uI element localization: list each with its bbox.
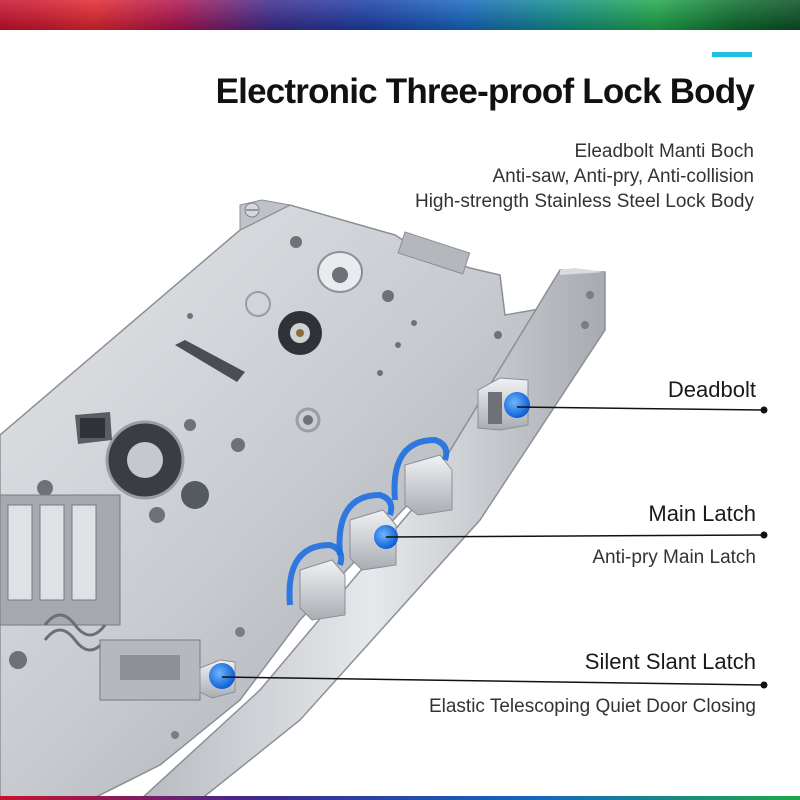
- subtitle-line-2: Anti-saw, Anti-pry, Anti-collision: [492, 166, 754, 187]
- latch-stack: [286, 436, 453, 621]
- main-latch-label: Main Latch: [648, 501, 756, 526]
- silent-slant-latch: [199, 659, 236, 699]
- callout-dot-silent-latch: [760, 681, 768, 689]
- callout-line-main-latch: [385, 534, 764, 538]
- callout-line-deadbolt: [516, 406, 764, 411]
- deadbolt-label: Deadbolt: [667, 377, 756, 402]
- top-color-strip: [0, 0, 800, 30]
- deadbolt-bolt: [477, 377, 530, 431]
- silent-latch-sublabel: Elastic Telescoping Quiet Door Closing: [428, 696, 756, 717]
- bottom-color-strip: [0, 796, 800, 800]
- page-title: Electronic Three-proof Lock Body: [215, 72, 755, 111]
- ribbed-tab: [397, 231, 471, 275]
- main-latch-sublabel: Anti-pry Main Latch: [592, 547, 756, 568]
- silent-latch-label: Silent Slant Latch: [584, 649, 756, 674]
- subtitle-line-3: High-strength Stainless Steel Lock Body: [414, 191, 754, 212]
- subtitle-line-1: Eleadbolt Manti Boch: [574, 141, 754, 162]
- accent-bar: [712, 52, 752, 57]
- callout-dot-deadbolt: [760, 406, 768, 414]
- callout-line-silent-latch: [221, 676, 764, 686]
- callout-dot-main-latch: [760, 531, 768, 539]
- slot: [175, 340, 245, 382]
- faceplate-edge: [560, 268, 605, 275]
